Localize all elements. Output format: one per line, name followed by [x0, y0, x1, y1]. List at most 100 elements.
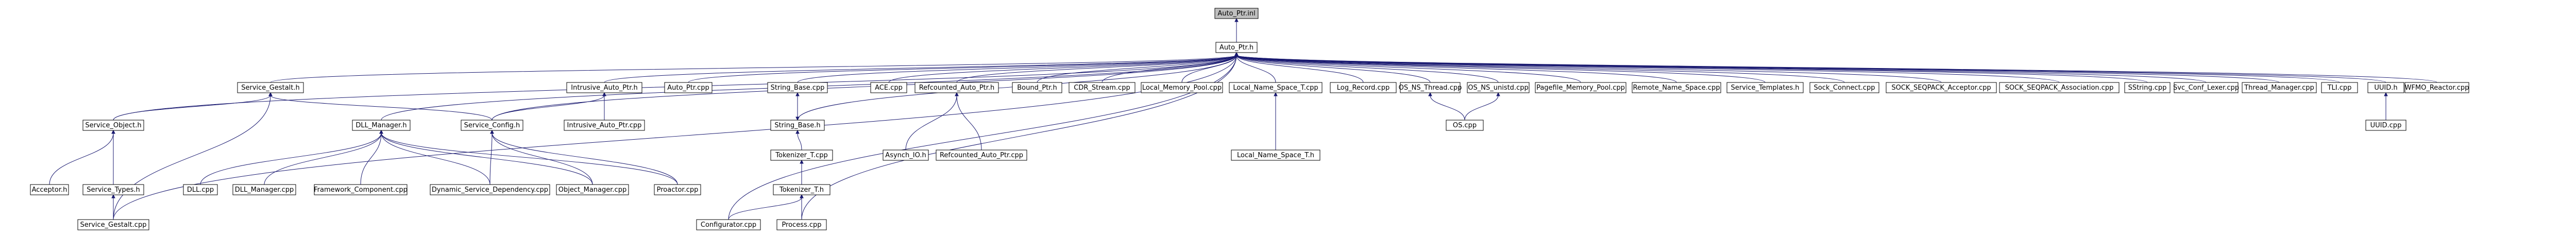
graph-node-ace-cpp[interactable]: ACE.cpp: [870, 82, 907, 93]
graph-node-service-gestalt-h[interactable]: Service_Gestalt.h: [237, 82, 304, 93]
edge-line: [270, 95, 493, 121]
graph-node-object-manager-cpp[interactable]: Object_Manager.cpp: [556, 184, 629, 195]
edge-line: [1236, 55, 1364, 83]
arrow-head-icon: [800, 194, 804, 198]
edge-line: [1236, 55, 1499, 83]
graph-node-dll-cpp[interactable]: DLL.cpp: [183, 184, 218, 195]
node-box: [1809, 82, 1879, 93]
node-label: ACE.cpp: [875, 84, 903, 92]
node-label: TLI.cpp: [2327, 84, 2352, 92]
graph-node-os-ns-unistd-cpp[interactable]: OS_NS_unistd.cpp: [1467, 82, 1530, 93]
arrow-head-icon: [955, 92, 959, 96]
edge-line: [492, 95, 605, 121]
graph-node-tokenizer-t-cpp[interactable]: Tokenizer_T.cpp: [770, 149, 833, 161]
edge-line: [381, 132, 678, 185]
graph-node-intrusive-auto-ptr-cpp[interactable]: Intrusive_Auto_Ptr.cpp: [564, 120, 645, 131]
edge-line: [1236, 55, 1766, 83]
graph-node-uuid-h[interactable]: UUID.h: [2367, 82, 2404, 93]
graph-node-acceptor-h[interactable]: Acceptor.h: [30, 184, 69, 195]
edge-line: [492, 132, 593, 185]
node-label: Local_Name_Space_T.cpp: [1233, 84, 1318, 92]
arrow-head-icon: [2384, 92, 2388, 96]
edge-line: [1101, 55, 1237, 83]
graph-node-local-name-space-t-h[interactable]: Local_Name_Space_T.h: [1231, 149, 1320, 161]
graph-node-sock-seqpack-acceptor-cpp[interactable]: SOCK_SEQPACK_Acceptor.cpp: [1886, 82, 1997, 93]
graph-node-intrusive-auto-ptr-h[interactable]: Intrusive_Auto_Ptr.h: [566, 82, 642, 93]
arrow-head-icon: [1274, 92, 1278, 96]
graph-node-proactor-cpp[interactable]: Proactor.cpp: [654, 184, 701, 195]
node-box: [1229, 82, 1323, 93]
graph-node-pagefile-memory-pool-cpp[interactable]: Pagefile_Memory_Pool.cpp: [1535, 82, 1626, 93]
include-edge-dll_manager_cpp-to-dll_manager_h: [264, 129, 383, 185]
include-edge-process_cpp-to-tokenizer_t_h: [800, 194, 804, 220]
graph-node-auto-ptr-h[interactable]: Auto_Ptr.h: [1215, 42, 1258, 53]
graph-node-sstring-cpp[interactable]: SString.cpp: [2124, 82, 2171, 93]
graph-node-dynamic-service-dependency-cpp[interactable]: Dynamic_Service_Dependency.cpp: [430, 184, 550, 195]
graph-node-root[interactable]: Auto_Ptr.inl: [1214, 8, 1259, 19]
node-label: Refcounted_Auto_Ptr.cpp: [940, 152, 1023, 159]
graph-node-service-config-h[interactable]: Service_Config.h: [461, 120, 523, 131]
graph-node-os-cpp[interactable]: OS.cpp: [1446, 120, 1484, 131]
node-label: OS.cpp: [1453, 122, 1477, 129]
graph-node-framework-component-cpp[interactable]: Framework_Component.cpp: [314, 184, 408, 195]
graph-node-cdr-stream-cpp[interactable]: CDR_Stream.cpp: [1069, 82, 1136, 93]
graph-node-bound-ptr-h[interactable]: Bound_Ptr.h: [1012, 82, 1062, 93]
arrow-head-icon: [111, 129, 115, 134]
graph-node-sock-seqpack-association-cpp[interactable]: SOCK_SEQPACK_Association.cpp: [1999, 82, 2120, 93]
graph-node-wfmo-reactor-cpp[interactable]: WFMO_Reactor.cpp: [2404, 82, 2469, 93]
graph-node-refcounted-auto-ptr-h[interactable]: Refcounted_Auto_Ptr.h: [914, 82, 999, 93]
node-label: OS_NS_unistd.cpp: [1468, 84, 1528, 92]
graph-node-dll-manager-cpp[interactable]: DLL_Manager.cpp: [232, 184, 296, 195]
arrow-head-icon: [795, 129, 800, 134]
graph-node-dll-manager-h[interactable]: DLL_Manager.h: [352, 120, 411, 131]
node-label: Process.cpp: [782, 221, 821, 229]
graph-node-uuid-cpp[interactable]: UUID.cpp: [2365, 120, 2406, 131]
graph-node-local-memory-pool-cpp[interactable]: Local_Memory_Pool.cpp: [1141, 82, 1223, 93]
graph-node-refcounted-auto-ptr-cpp[interactable]: Refcounted_Auto_Ptr.cpp: [936, 149, 1027, 161]
graph-node-svc-conf-lexer-cpp[interactable]: Svc_Conf_Lexer.cpp: [2173, 82, 2239, 93]
graph-node-thread-manager-cpp[interactable]: Thread_Manager.cpp: [2242, 82, 2317, 93]
node-box: [2174, 82, 2239, 93]
include-edge-dynamic_service_dependency_cpp-to-dll_manager_h: [379, 129, 490, 185]
node-label: DLL.cpp: [187, 186, 214, 194]
edge-line: [797, 55, 1237, 83]
arrow-head-icon: [795, 116, 800, 121]
node-label: Tokenizer_T.h: [779, 186, 824, 194]
include-edge-string_base_cpp-to-string_base_h: [795, 92, 800, 121]
graph-node-tokenizer-t-h[interactable]: Tokenizer_T.h: [773, 184, 831, 195]
edge-line: [1037, 55, 1237, 83]
graph-node-string-base-h[interactable]: String_Base.h: [770, 120, 825, 131]
node-box: [461, 120, 523, 131]
include-edge-configurator_cpp-to-tokenizer_t_h: [728, 194, 804, 220]
node-box: [2242, 82, 2317, 93]
graph-node-auto-ptr-cpp[interactable]: Auto_Ptr.cpp: [664, 82, 713, 93]
include-edge-dll_cpp-to-dll_manager_h: [200, 129, 383, 185]
graph-node-process-cpp[interactable]: Process.cpp: [776, 219, 827, 230]
arrow-head-icon: [602, 92, 606, 96]
graph-node-sock-connect-cpp[interactable]: Sock_Connect.cpp: [1809, 82, 1879, 93]
graph-node-asynch-io-h[interactable]: Asynch_IO.h: [883, 149, 929, 161]
graph-node-log-record-cpp[interactable]: Log_Record.cpp: [1330, 82, 1397, 93]
include-edge-service_gestalt_cpp-to-service_gestalt_h: [113, 92, 273, 220]
node-box: [1330, 82, 1397, 93]
node-label: UUID.h: [2374, 84, 2397, 92]
graph-node-tli-cpp[interactable]: TLI.cpp: [2321, 82, 2358, 93]
graph-node-os-ns-thread-cpp[interactable]: OS_NS_Thread.cpp: [1399, 82, 1462, 93]
graph-node-service-types-h[interactable]: Service_Types.h: [82, 184, 144, 195]
node-label: Tokenizer_T.cpp: [775, 152, 827, 159]
node-box: [232, 184, 296, 195]
graph-node-service-templates-h[interactable]: Service_Templates.h: [1726, 82, 1804, 93]
node-box: [2367, 82, 2404, 93]
graph-node-service-gestalt-cpp[interactable]: Service_Gestalt.cpp: [77, 219, 149, 230]
include-edge-acceptor_h-to-service_object_h: [49, 129, 115, 185]
include-edge-wfmo_reactor_cpp-to-auto_ptr_h: [1234, 52, 2437, 83]
graph-node-string-base-cpp[interactable]: String_Base.cpp: [767, 82, 828, 93]
graph-node-configurator-cpp[interactable]: Configurator.cpp: [696, 219, 761, 230]
graph-node-local-name-space-t-cpp[interactable]: Local_Name_Space_T.cpp: [1229, 82, 1323, 93]
node-box: [556, 184, 629, 195]
graph-node-remote-name-space-cpp[interactable]: Remote_Name_Space.cpp: [1632, 82, 1721, 93]
graph-node-service-object-h[interactable]: Service_Object.h: [82, 120, 144, 131]
node-box: [1632, 82, 1721, 93]
include-edge-intrusive_auto_ptr_cpp-to-intrusive_auto_ptr_h: [602, 92, 606, 120]
node-box: [183, 184, 218, 195]
